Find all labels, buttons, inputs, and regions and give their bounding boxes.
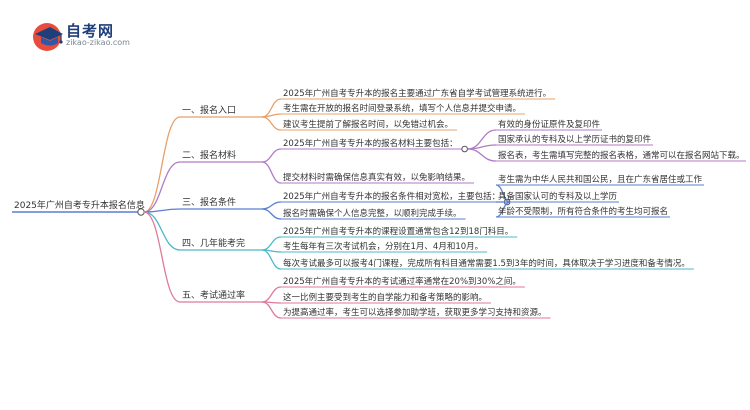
brand-url: zikao-zikao.com xyxy=(66,38,130,47)
item-connector xyxy=(261,161,282,184)
item-connector xyxy=(261,236,282,251)
item-text: 2025年广州自考专升本的报名材料主要包括： xyxy=(283,138,458,149)
item-text: 这一比例主要受到考生的自学能力和备考策略的影响。 xyxy=(283,292,487,303)
root-node-dot[interactable] xyxy=(137,208,145,216)
item-text: 2025年广州自考专升本的考试通过率通常在20%到30%之间。 xyxy=(283,276,521,287)
item-text: 2025年广州自考专升本的课程设置通常包含12到18门科目。 xyxy=(283,226,513,237)
item-text: 考生需在开放的报名时间登录系统，填写个人信息并提交申请。 xyxy=(283,103,521,114)
branch-connector xyxy=(143,116,181,213)
child-connector xyxy=(467,129,497,150)
item-connector xyxy=(261,286,282,303)
item-connector xyxy=(261,249,282,270)
item-connector xyxy=(261,113,282,118)
item-connector xyxy=(261,201,282,210)
item-connector xyxy=(261,301,282,319)
branch-connector xyxy=(143,211,181,251)
branch-label[interactable]: 三、报名条件 xyxy=(182,196,236,208)
child-text: 考生需为中华人民共和国公民，且在广东省居住或工作 xyxy=(498,174,703,185)
branch-label[interactable]: 二、报名材料 xyxy=(182,149,236,161)
item-text: 建议考生提前了解报名时间，以免错过机会。 xyxy=(283,119,453,130)
child-text: 年龄不受限制，所有符合条件的考生均可报名 xyxy=(498,206,668,217)
item-text: 考生每年有三次考试机会，分别在1月、4月和10月。 xyxy=(283,241,483,252)
item-connector xyxy=(261,208,282,220)
item-text: 报名时需确保个人信息完整，以顺利完成手续。 xyxy=(283,208,462,219)
branch-connector xyxy=(143,211,181,303)
child-text: 有效的身份证原件及复印件 xyxy=(498,119,601,130)
item-connector xyxy=(261,116,282,131)
item-connector xyxy=(261,148,282,163)
child-text: 国家承认的专科及以上学历证书的复印件 xyxy=(498,134,652,145)
item-node-dot[interactable] xyxy=(461,145,468,153)
site-logo[interactable] xyxy=(30,16,150,58)
branch-label[interactable]: 一、报名入口 xyxy=(182,104,236,116)
branch-label[interactable]: 四、几年能考完 xyxy=(182,237,245,249)
item-text: 2025年广州自考专升本的报名条件相对宽松，主要包括： xyxy=(283,191,500,202)
graduation-cap-icon xyxy=(33,23,63,51)
root-node-label[interactable]: 2025年广州自考专升本报名信息 xyxy=(14,199,145,211)
brand-name: 自考网 xyxy=(66,22,115,40)
item-text: 为提高通过率，考生可以选择参加助学班，获取更多学习支持和资源。 xyxy=(283,307,547,318)
branch-label[interactable]: 五、考试通过率 xyxy=(182,289,245,301)
child-connector xyxy=(467,148,497,162)
child-text: 报名表，考生需填写完整的报名表格，通常可以在报名网站下载。 xyxy=(498,150,745,161)
child-connector xyxy=(467,144,497,150)
branch-connector xyxy=(143,208,181,213)
item-text: 提交材料时需确保信息真实有效，以免影响结果。 xyxy=(283,172,470,183)
branch-connector xyxy=(143,161,181,213)
item-text: 每次考试最多可以报考4门课程，完成所有科目通常需要1.5到3年的时间，具体取决于… xyxy=(283,258,690,269)
item-text: 2025年广州自考专升本的报名主要通过广东省自学考试管理系统进行。 xyxy=(283,88,551,99)
child-text: 具备国家认可的专科及以上学历 xyxy=(498,191,618,202)
